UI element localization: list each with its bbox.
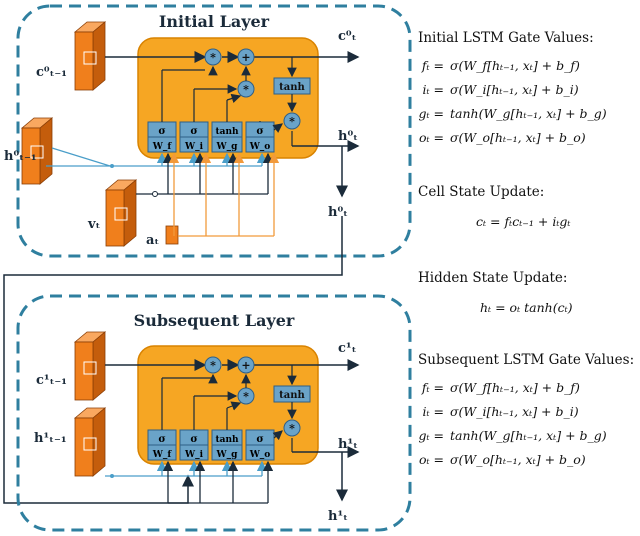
svg-text:W_g: W_g — [216, 450, 239, 460]
label-v-t: vₜ — [87, 217, 101, 232]
label-h0-out-down: h⁰ₜ — [328, 205, 348, 220]
cell-update-equation: cₜ = fₜcₜ₋₁ + iₜgₜ — [476, 214, 571, 229]
equation-row: gₜ =tanh(W_g[hₜ₋₁, xₜ] + b_g) — [418, 428, 607, 443]
subsequent-gates-heading: Subsequent LSTM Gate Values: — [418, 352, 635, 368]
initial-gates: σ W_f σ W_i tanh W_g σ W_o — [147, 121, 275, 153]
subsequent-mult-forget — [204, 356, 222, 374]
label-h0-prev: h⁰ₜ₋₁ — [4, 149, 37, 164]
initial-gates-heading: Initial LSTM Gate Values: — [418, 30, 594, 46]
svg-text:W_o: W_o — [249, 450, 271, 460]
initial-layer-frame — [16, 4, 412, 258]
svg-text:tanh: tanh — [215, 435, 239, 445]
initial-h-prev-block — [20, 117, 54, 185]
svg-text:*: * — [243, 83, 249, 96]
label-h0-out-right: h⁰ₜ — [338, 129, 358, 144]
label-h1-out-down: h¹ₜ — [328, 509, 348, 524]
svg-text:tanh: tanh — [215, 127, 239, 137]
svg-text:+: + — [241, 359, 250, 372]
svg-text:*: * — [289, 422, 295, 435]
label-c0-out: c⁰ₜ — [338, 29, 357, 44]
svg-text:W_g: W_g — [216, 142, 239, 152]
svg-text:W_o: W_o — [249, 142, 271, 152]
initial-layer: Initial Layer c⁰ₜ₋₁ h⁰ₜ₋₁ vₜ — [4, 4, 412, 258]
svg-text:σ: σ — [256, 434, 263, 445]
svg-text:+: + — [241, 51, 250, 64]
svg-text:*: * — [243, 390, 249, 403]
lstm-diagram: Initial Layer c⁰ₜ₋₁ h⁰ₜ₋₁ vₜ — [3, 4, 412, 532]
cell-state-update: Cell State Update: cₜ = fₜcₜ₋₁ + iₜgₜ — [418, 184, 640, 234]
svg-text:*: * — [289, 115, 295, 128]
svg-text:W_i: W_i — [184, 142, 204, 152]
subsequent-plus — [237, 356, 255, 374]
initial-a-block — [165, 225, 179, 245]
equation-row: fₜ =σ(W_f[hₜ₋₁, xₜ] + b_f) — [421, 380, 580, 395]
subsequent-layer-frame — [16, 294, 412, 532]
svg-text:tanh: tanh — [279, 390, 305, 401]
hidden-update-heading: Hidden State Update: — [418, 270, 568, 286]
subsequent-h-prev-block — [73, 407, 107, 477]
label-c1-out: c¹ₜ — [338, 341, 357, 356]
hidden-state-update: Hidden State Update: hₜ = oₜ tanh(cₜ) — [418, 270, 640, 320]
initial-layer-title: Initial Layer — [159, 12, 270, 31]
subsequent-c-prev-block — [73, 331, 107, 401]
label-h1-prev: h¹ₜ₋₁ — [34, 431, 67, 446]
svg-text:σ: σ — [158, 434, 165, 445]
hidden-update-equation: hₜ = oₜ tanh(cₜ) — [480, 300, 573, 315]
initial-mult-output — [283, 112, 301, 130]
subsequent-layer: Subsequent Layer c¹ₜ₋₁ h¹ₜ₋₁ c¹ₜ h¹ₜ h¹ₜ… — [16, 294, 412, 532]
svg-text:σ: σ — [256, 126, 263, 137]
initial-c-prev-block — [73, 21, 107, 91]
svg-text:W_i: W_i — [184, 450, 204, 460]
initial-gate-list: fₜ =σ(W_f[hₜ₋₁, xₜ] + b_f) iₜ =σ(W_i[hₜ₋… — [418, 54, 640, 150]
layer-connector — [3, 216, 343, 504]
subsequent-gate-list: fₜ =σ(W_f[hₜ₋₁, xₜ] + b_f) iₜ =σ(W_i[hₜ₋… — [418, 376, 640, 472]
initial-gate-equations: Initial LSTM Gate Values: fₜ =σ(W_f[hₜ₋₁… — [418, 30, 640, 150]
equation-row: iₜ =σ(W_i[hₜ₋₁, xₜ] + b_i) — [422, 404, 579, 419]
svg-text:σ: σ — [158, 126, 165, 137]
svg-text:σ: σ — [190, 434, 197, 445]
equation-row: oₜ =σ(W_o[hₜ₋₁, xₜ] + b_o) — [418, 130, 586, 145]
equation-row: fₜ =σ(W_f[hₜ₋₁, xₜ] + b_f) — [421, 58, 580, 73]
label-c1-prev: c¹ₜ₋₁ — [36, 373, 67, 388]
subsequent-gates: σ W_f σ W_i tanh W_g σ W_o — [147, 429, 275, 461]
svg-text:*: * — [210, 359, 216, 372]
initial-v-block — [104, 179, 138, 247]
svg-text:σ: σ — [190, 126, 197, 137]
initial-plus — [237, 48, 255, 66]
equation-row: gₜ =tanh(W_g[hₜ₋₁, xₜ] + b_g) — [418, 106, 607, 121]
svg-text:W_f: W_f — [152, 450, 173, 460]
label-h1-out-right: h¹ₜ — [338, 437, 358, 452]
svg-text:W_f: W_f — [152, 142, 173, 152]
svg-text:*: * — [210, 51, 216, 64]
subsequent-gate-equations: Subsequent LSTM Gate Values: fₜ =σ(W_f[h… — [418, 352, 640, 472]
cell-update-heading: Cell State Update: — [418, 184, 545, 200]
svg-text:tanh: tanh — [279, 82, 305, 93]
subsequent-layer-title: Subsequent Layer — [134, 311, 295, 330]
label-a-t: aₜ — [146, 233, 159, 248]
subsequent-mult-output — [283, 419, 301, 437]
label-c0-prev: c⁰ₜ₋₁ — [36, 65, 67, 80]
equation-row: oₜ =σ(W_o[hₜ₋₁, xₜ] + b_o) — [418, 452, 586, 467]
initial-mult-forget — [204, 48, 222, 66]
equation-row: iₜ =σ(W_i[hₜ₋₁, xₜ] + b_i) — [422, 82, 579, 97]
